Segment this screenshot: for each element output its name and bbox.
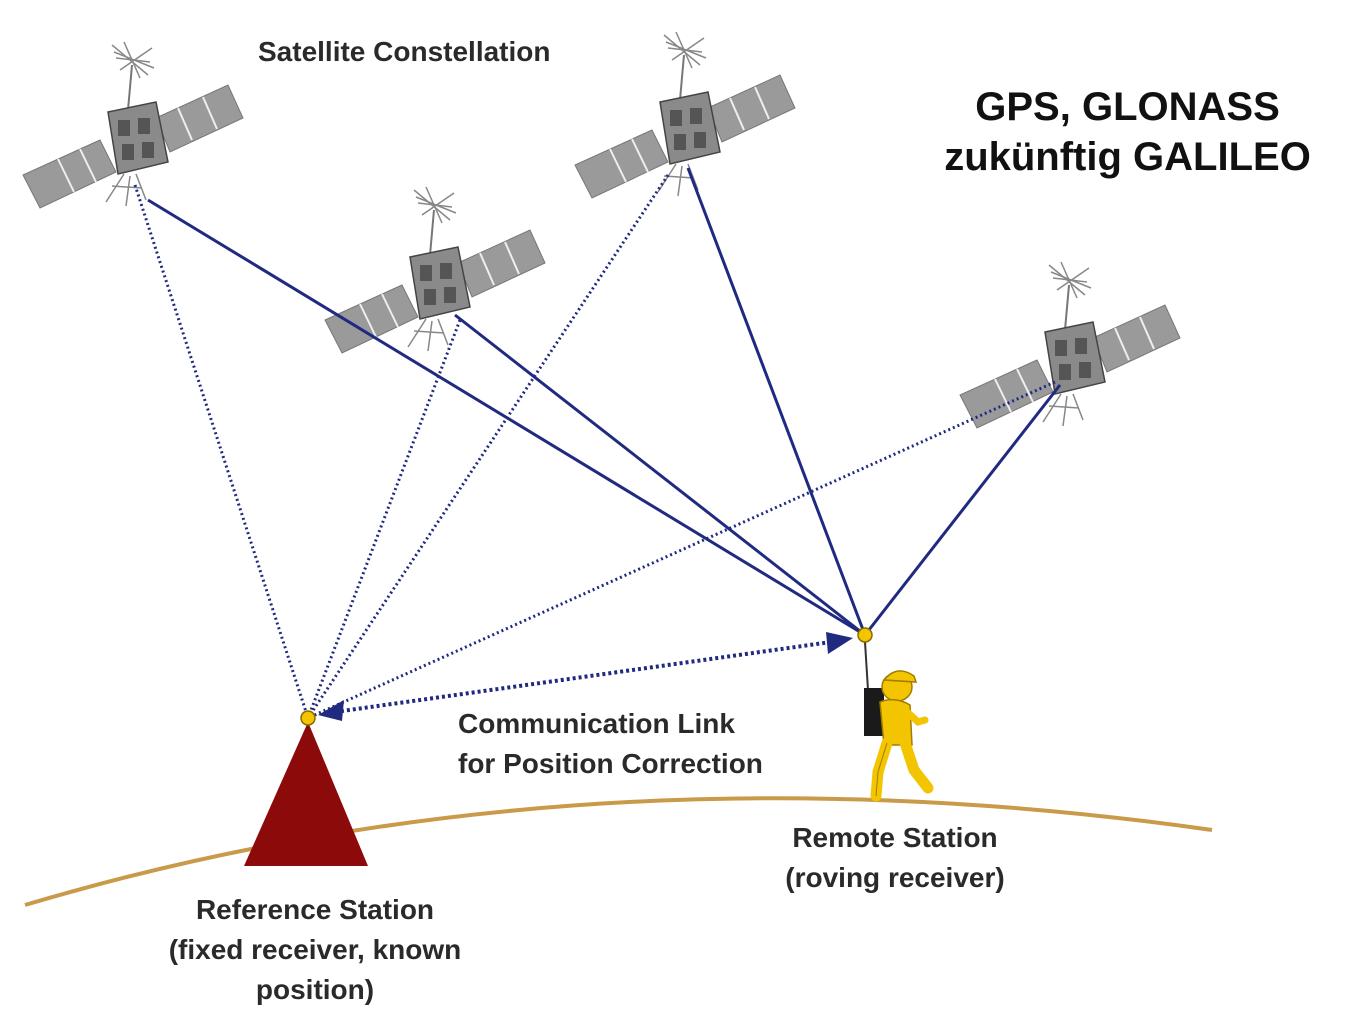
systems-label: GPS, GLONASS zukünftig GALILEO (900, 82, 1355, 182)
link-line-1: Communication Link (458, 708, 735, 739)
remote-station-label: Remote Station (roving receiver) (745, 818, 1045, 898)
signal-sat4-remote (863, 384, 1062, 636)
signal-sat3-reference (306, 174, 670, 719)
signal-sat1-reference (133, 184, 310, 719)
link-line-2: for Position Correction (458, 748, 763, 779)
reference-station-icon (244, 722, 368, 866)
signal-sat2-reference (306, 319, 462, 719)
reference-receiver-dot (300, 710, 316, 726)
signal-sat1-remote (147, 198, 866, 637)
ground-curve (24, 796, 1213, 907)
signal-sat2-remote (454, 313, 866, 637)
communication-link-arrow (318, 632, 853, 721)
signal-sat4-reference (307, 380, 1056, 720)
satellite-1-icon (22, 41, 244, 209)
communication-link-label: Communication Link for Position Correcti… (458, 704, 763, 784)
remote-receiver-dot (857, 627, 873, 643)
remote-line-2: (roving receiver) (785, 862, 1005, 893)
remote-line-1: Remote Station (792, 822, 998, 853)
satellite-3-icon (574, 31, 796, 199)
reference-line-1: Reference Station (195, 894, 435, 925)
signal-sat3-remote (686, 167, 867, 636)
satellite-4-icon (959, 261, 1181, 429)
reference-line-2: (fixed receiver, known (168, 934, 462, 965)
systems-line-1: GPS, GLONASS (975, 85, 1280, 129)
surveyor-icon (864, 641, 934, 802)
reference-station-label: Reference Station (fixed receiver, known… (130, 890, 500, 1010)
reference-line-3: position) (255, 974, 375, 1005)
diagram-title: Satellite Constellation (258, 36, 551, 67)
systems-line-2: zukünftig GALILEO (944, 135, 1311, 179)
